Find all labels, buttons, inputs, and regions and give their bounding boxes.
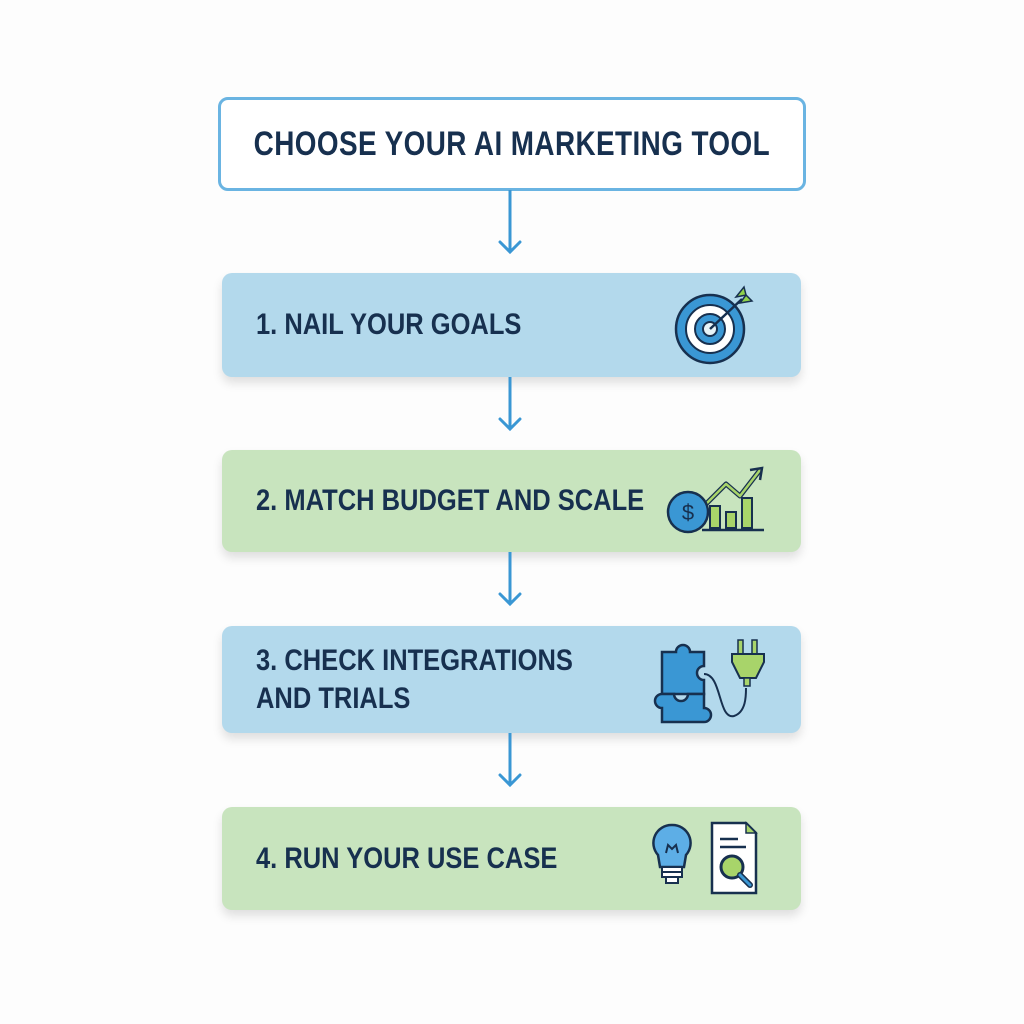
svg-text:$: $ xyxy=(682,500,694,525)
puzzle-plug-icon xyxy=(653,639,765,724)
target-icon xyxy=(674,285,754,365)
title-box: CHOOSE YOUR AI MARKETING TOOL xyxy=(218,97,806,191)
step-3-label: 3. CHECK INTEGRATIONS AND TRIALS xyxy=(256,643,573,715)
step-1-nail-goals: 1. NAIL YOUR GOALS xyxy=(222,273,801,377)
lightbulb-document-icon xyxy=(652,821,758,895)
down-arrow-icon xyxy=(498,190,522,255)
step-2-label: 2. MATCH BUDGET AND SCALE xyxy=(256,484,645,517)
budget-growth-icon: $ xyxy=(666,466,764,534)
step-2-match-budget: 2. MATCH BUDGET AND SCALE $ xyxy=(222,450,801,552)
flowchart-title: CHOOSE YOUR AI MARKETING TOOL xyxy=(253,124,771,163)
down-arrow-icon xyxy=(498,733,522,788)
step-3-check-integrations: 3. CHECK INTEGRATIONS AND TRIALS xyxy=(222,626,801,733)
step-4-run-use-case: 4. RUN YOUR USE CASE xyxy=(222,807,801,910)
down-arrow-icon xyxy=(498,552,522,607)
step-4-label: 4. RUN YOUR USE CASE xyxy=(256,841,558,875)
step-1-label: 1. NAIL YOUR GOALS xyxy=(256,308,522,341)
down-arrow-icon xyxy=(498,377,522,432)
